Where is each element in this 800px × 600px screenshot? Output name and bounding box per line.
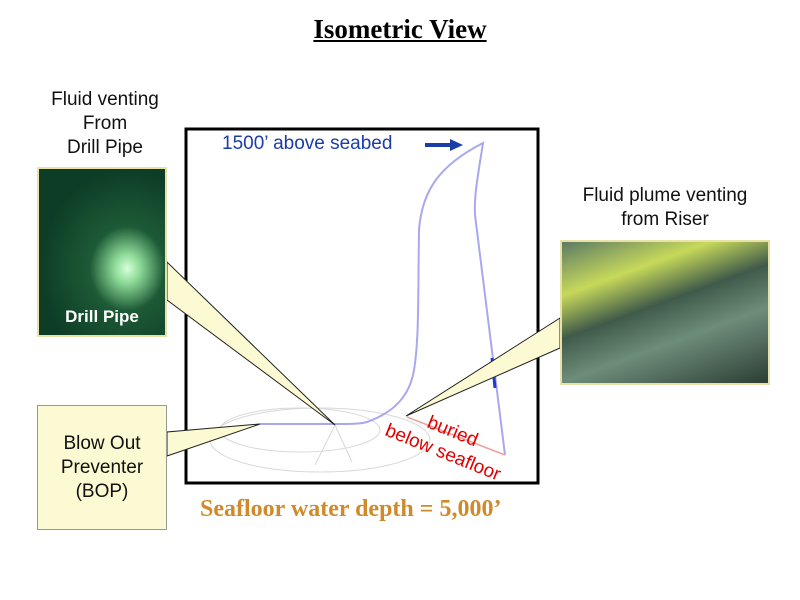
label-line: From xyxy=(82,113,128,134)
drill-pipe-venting-label: Fluid venting From Drill Pipe xyxy=(20,88,190,160)
label-line: from Riser xyxy=(621,209,709,230)
bop-callout-pointer xyxy=(166,423,261,457)
slide-title: Isometric View xyxy=(313,14,487,44)
drill-pipe-callout-pointer xyxy=(166,260,336,426)
label-line: Preventer xyxy=(60,456,144,478)
above-seabed-label: 1500’ above seabed xyxy=(222,133,393,154)
seafloor-depth-label: Seafloor water depth = 5,000’ xyxy=(200,496,502,522)
label-line: Fluid plume venting xyxy=(582,185,748,206)
riser-plume-label: Fluid plume venting from Riser xyxy=(560,184,770,232)
label-line: Fluid venting xyxy=(51,89,159,110)
well-path xyxy=(260,141,506,456)
drill-pipe-photo-caption: Drill Pipe xyxy=(65,307,139,326)
label-line: Drill Pipe xyxy=(66,137,144,158)
riser-plume-photo xyxy=(560,240,770,385)
seafloor-line xyxy=(406,416,506,456)
drill-pipe-photo: Drill Pipe xyxy=(37,167,167,337)
label-line: Blow Out xyxy=(63,432,141,454)
label-line: (BOP) xyxy=(75,480,129,502)
bop-callout: Blow Out Preventer (BOP) xyxy=(37,405,167,530)
diagram-frame xyxy=(184,127,540,485)
